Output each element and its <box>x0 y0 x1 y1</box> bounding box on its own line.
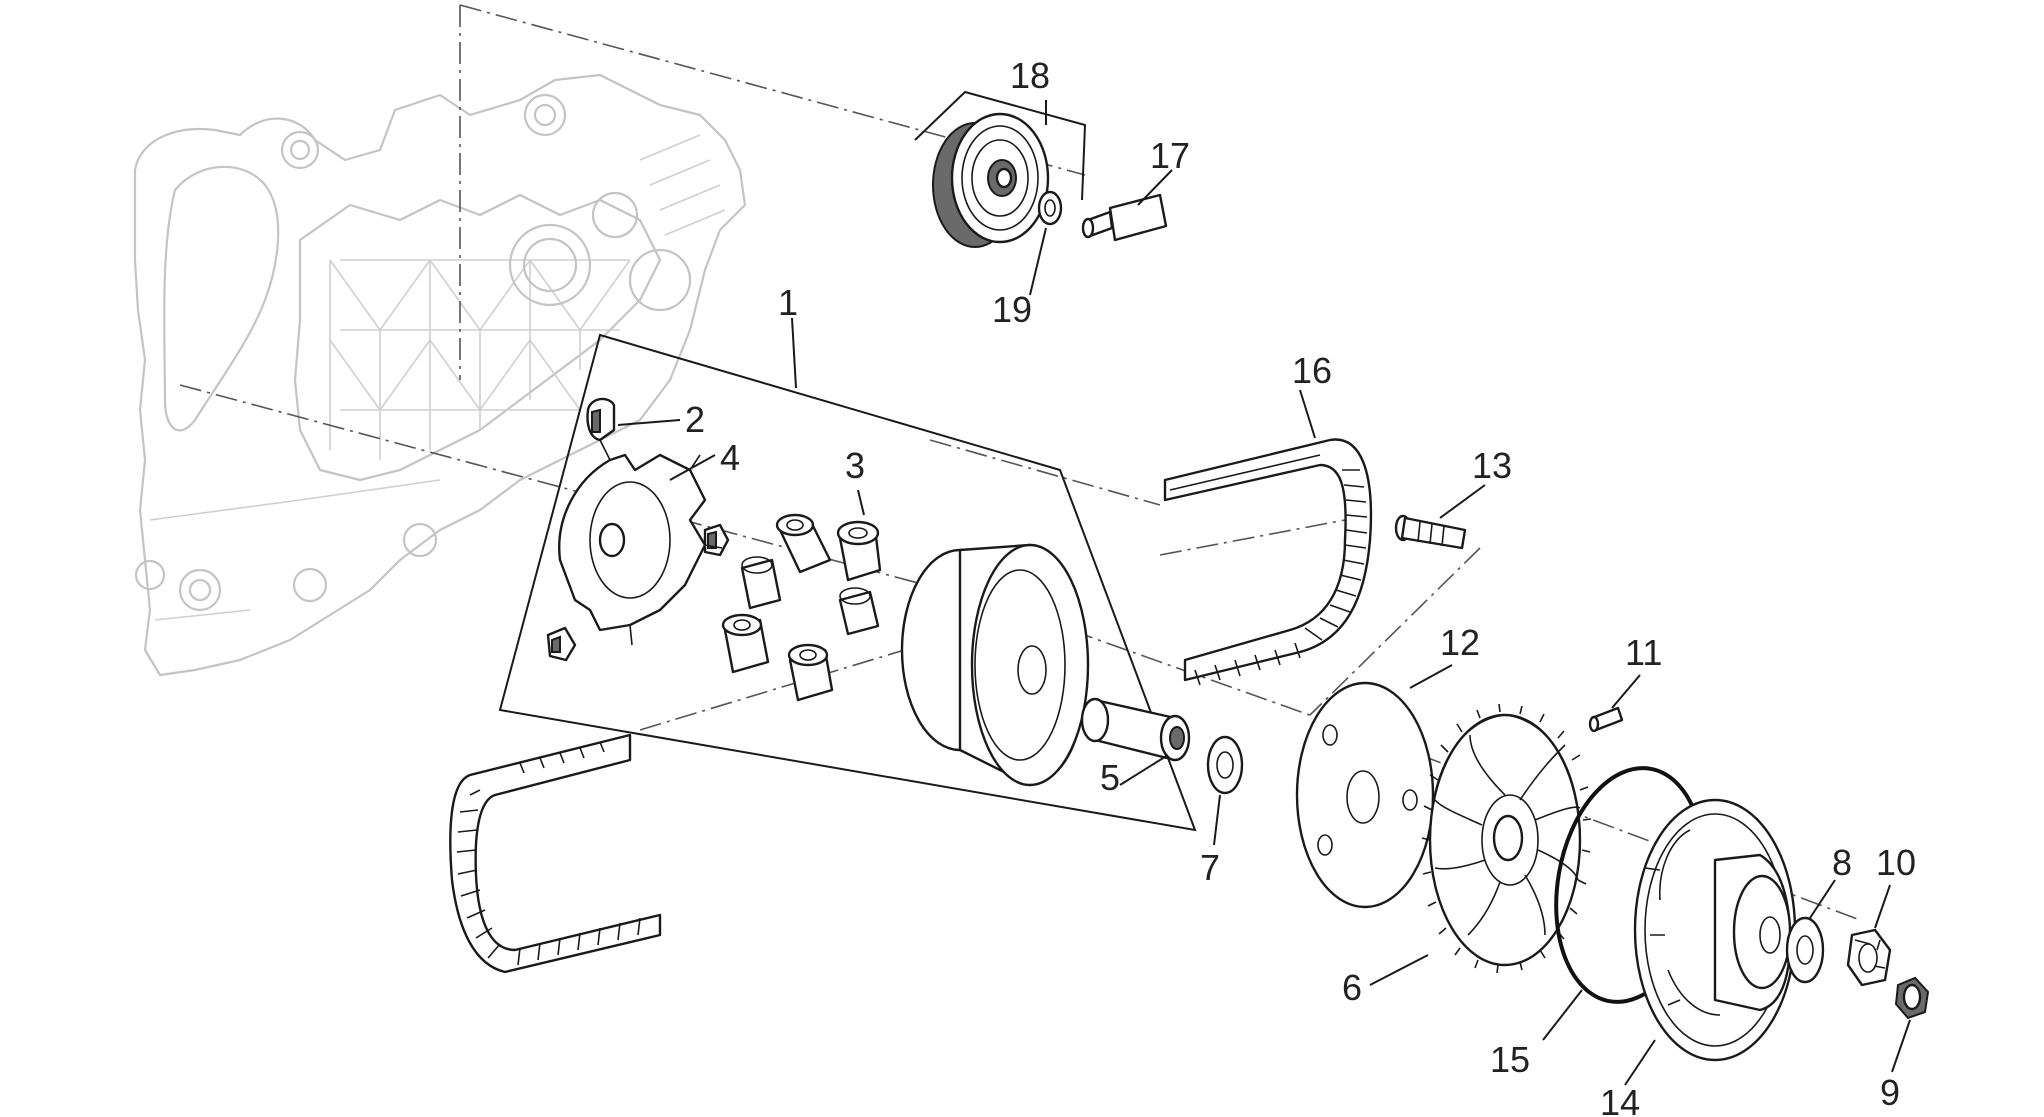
callout-8: 8 <box>1832 842 1852 883</box>
crankcase-ghost <box>133 73 747 677</box>
callout-11: 11 <box>1625 632 1662 673</box>
part-8-washer <box>1785 879 1836 984</box>
part-5-bushing <box>1080 697 1191 786</box>
part-19-washer <box>1029 190 1063 296</box>
part-10-castle-nut <box>1846 884 1892 987</box>
callout-14: 14 <box>1600 1082 1640 1117</box>
callout-17: 17 <box>1150 135 1190 176</box>
part-12-drive-plate <box>1295 664 1453 909</box>
part-1-variator-pulley <box>900 543 1090 787</box>
callout-labels: 1 2 3 4 5 6 7 8 9 10 11 12 13 14 15 16 1… <box>685 55 1916 1117</box>
callout-19: 19 <box>992 289 1032 330</box>
part-6-clutch-fan <box>1369 703 1592 986</box>
callout-10: 10 <box>1876 842 1916 883</box>
callout-3: 3 <box>845 445 865 486</box>
callout-5: 5 <box>1100 757 1120 798</box>
part-2-slider-clips <box>546 397 730 662</box>
variator-group-frame <box>498 317 1197 832</box>
part-11-pin <box>1588 674 1641 733</box>
part-16-drive-belt-upper <box>1163 389 1373 686</box>
part-17-pin <box>1081 169 1173 242</box>
part-18-tensioner-pulley <box>914 90 1087 248</box>
callout-13: 13 <box>1472 445 1512 486</box>
part-4-ramp-plate <box>558 439 723 646</box>
callout-12: 12 <box>1440 622 1480 663</box>
part-14-clutch-bell <box>1624 798 1797 1086</box>
callout-6: 6 <box>1342 967 1362 1008</box>
part-16-drive-belt-lower <box>449 733 662 974</box>
callout-2: 2 <box>685 399 705 440</box>
part-7-washer <box>1206 735 1244 846</box>
part-3-rollers <box>721 489 882 702</box>
part-13-bolt <box>1394 484 1486 550</box>
callout-16: 16 <box>1292 350 1332 391</box>
part-9-nut <box>1891 976 1930 1073</box>
callout-7: 7 <box>1200 847 1220 888</box>
callout-18: 18 <box>1010 55 1050 96</box>
callout-9: 9 <box>1880 1072 1900 1113</box>
callout-4: 4 <box>720 437 740 478</box>
callout-1: 1 <box>778 282 798 323</box>
callout-15: 15 <box>1490 1039 1530 1080</box>
